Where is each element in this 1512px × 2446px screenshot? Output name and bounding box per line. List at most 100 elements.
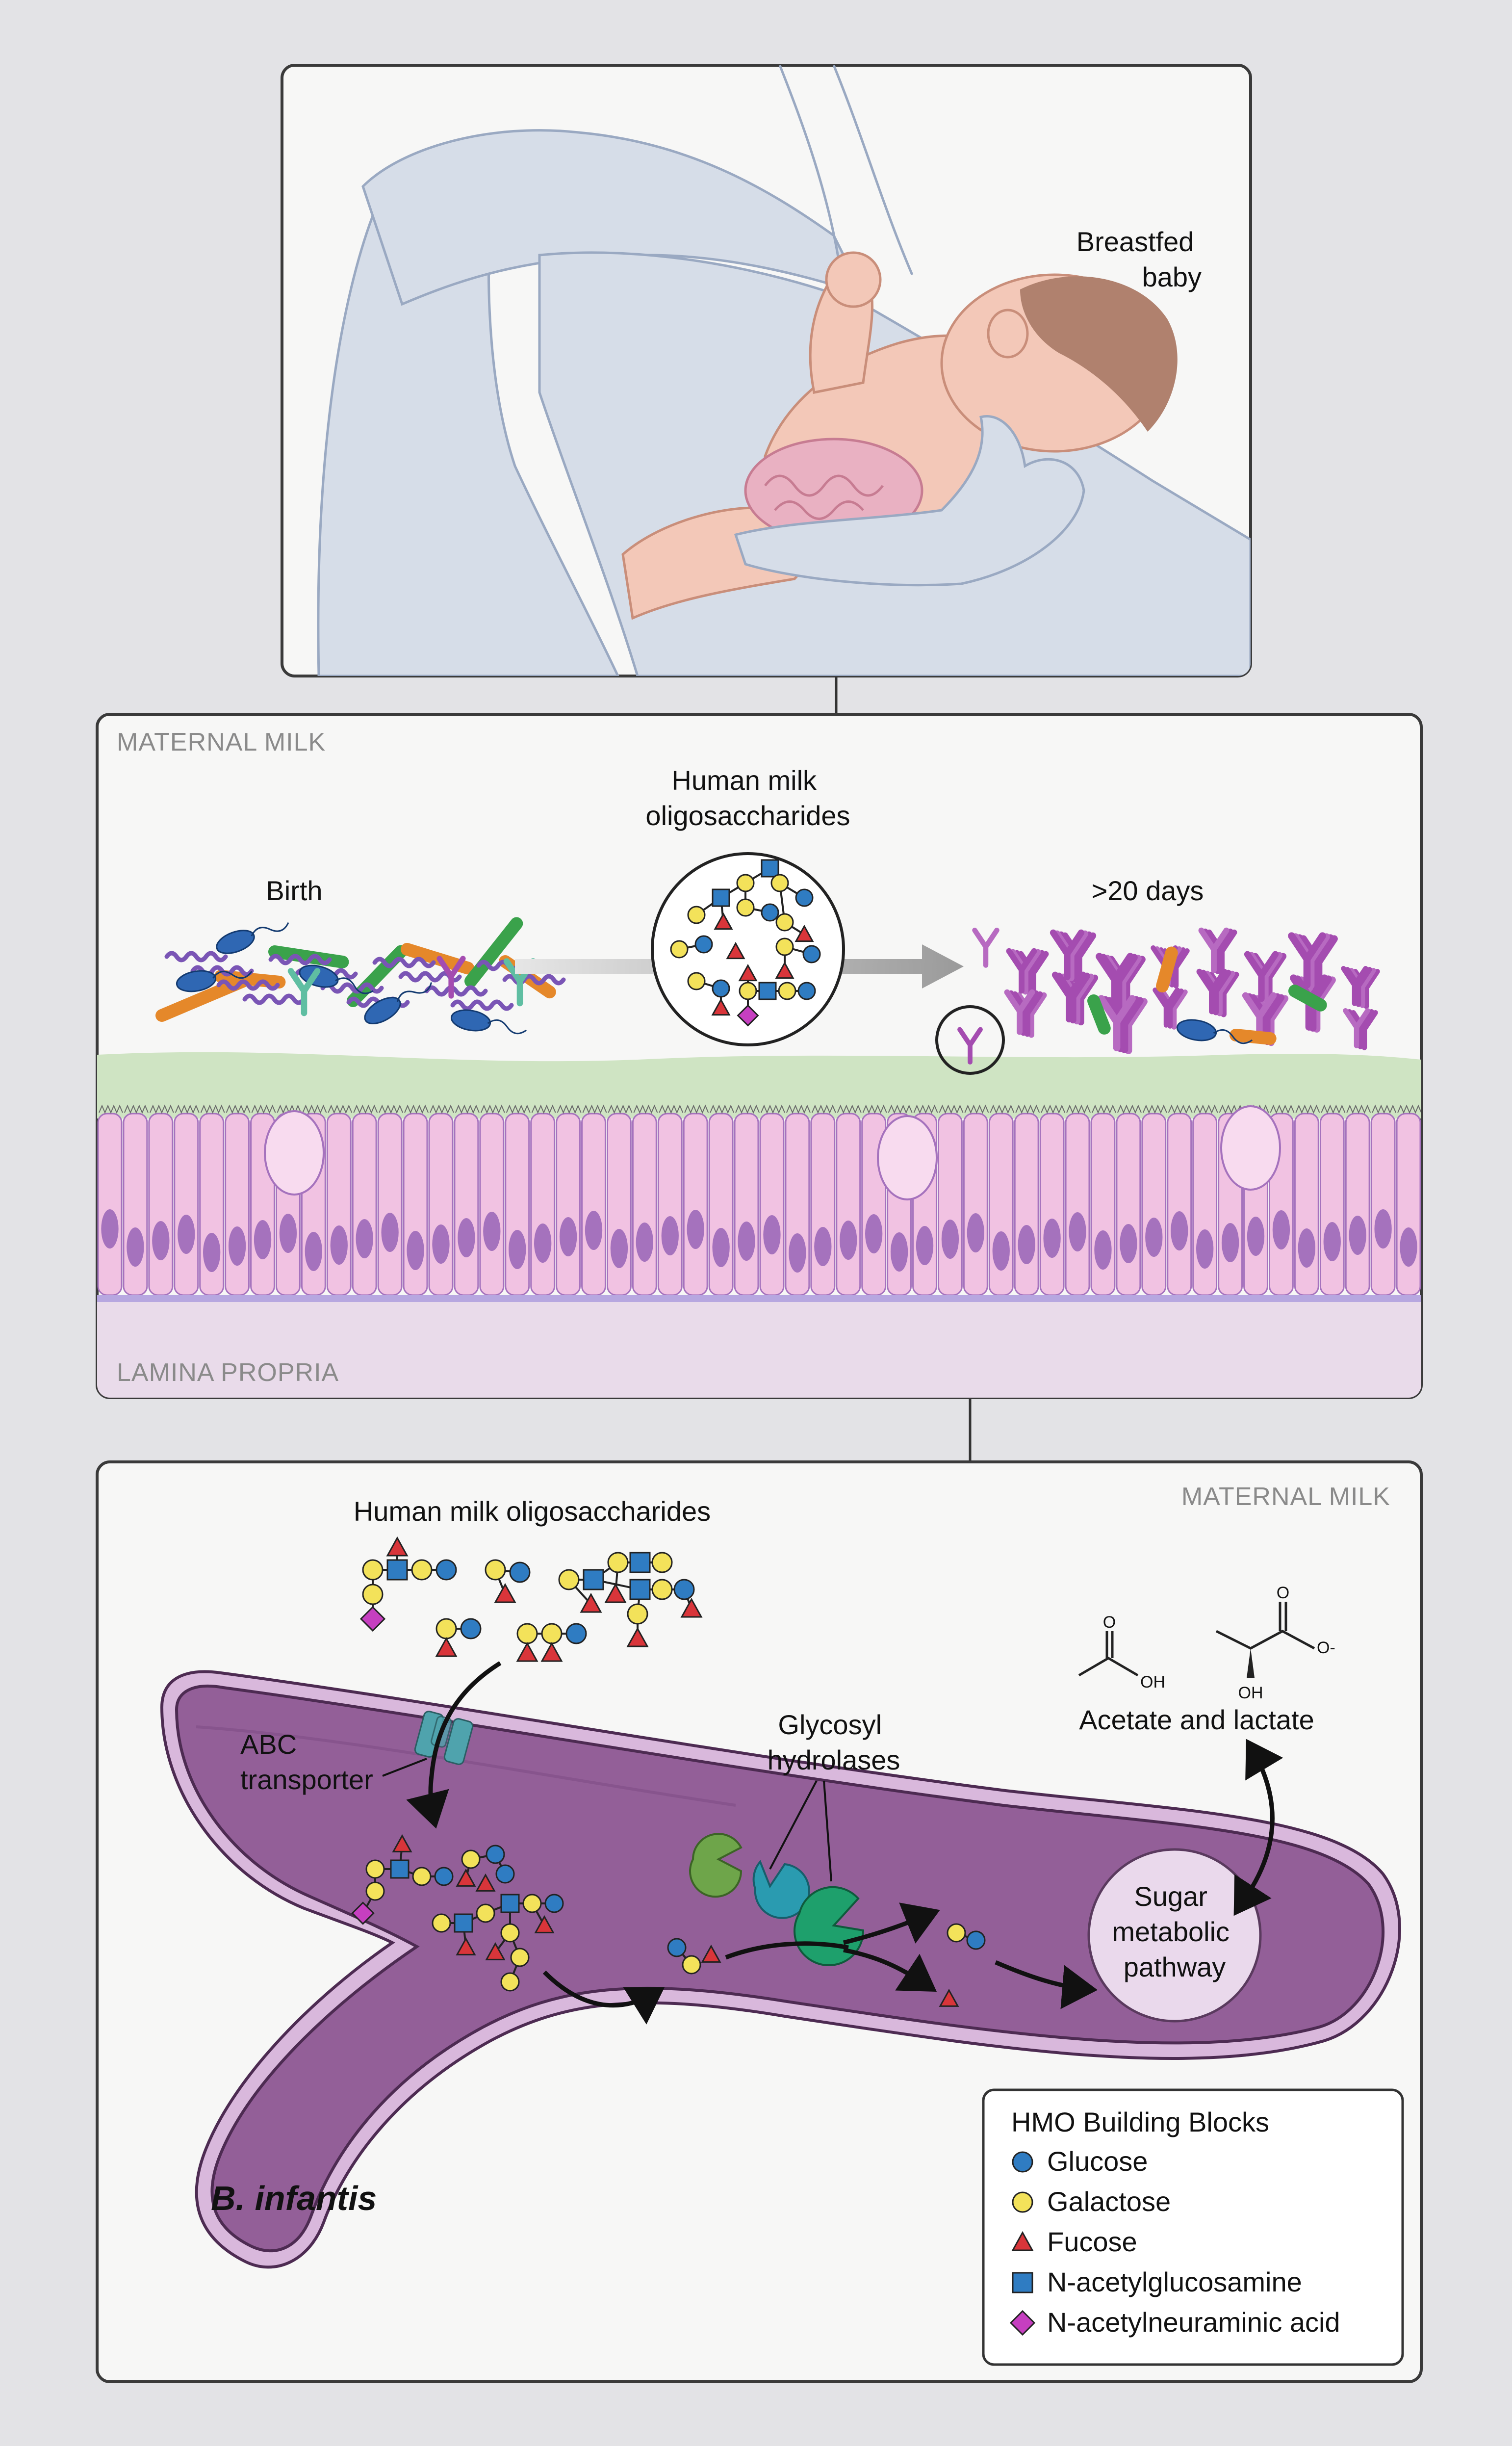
epithelial-cell xyxy=(785,1104,811,1296)
epithelial-cell xyxy=(428,1104,454,1296)
microvilli xyxy=(1193,1104,1218,1114)
legend-symbol xyxy=(1012,2191,1033,2213)
legend-item: N-acetylneuraminic acid xyxy=(1009,2307,1340,2338)
cell-nucleus xyxy=(763,1215,781,1254)
rod-bacterium xyxy=(1230,1029,1277,1045)
galactose-symbol xyxy=(365,1881,385,1901)
glucose-symbol xyxy=(673,1579,695,1600)
epithelial-cell xyxy=(1090,1104,1116,1296)
epithelial-cell xyxy=(1345,1104,1371,1296)
cell-nucleus xyxy=(789,1233,806,1273)
microvilli xyxy=(939,1104,964,1114)
cell-nucleus xyxy=(178,1215,195,1254)
acetate-bonds xyxy=(1078,1657,1139,1677)
fucose-symbol xyxy=(939,1988,959,2007)
hydrolases-label-line-1: Glycosyl xyxy=(778,1709,882,1740)
glucose-symbol xyxy=(436,1559,457,1581)
lamina-propria-layer xyxy=(97,1295,1421,1398)
glcnac-symbol xyxy=(454,1913,473,1933)
glcnac-symbol xyxy=(712,888,730,907)
bifidobacterium xyxy=(1096,953,1134,1009)
epithelial-cell xyxy=(199,1104,225,1296)
cell-body xyxy=(581,1113,606,1296)
cell-nucleus xyxy=(1145,1218,1163,1257)
glycosyl-hydrolase-teal xyxy=(752,1860,810,1919)
glycan xyxy=(947,1923,986,1950)
cell-nucleus xyxy=(1171,1211,1188,1250)
bifidobacterium xyxy=(1098,995,1136,1051)
glcnac-symbol xyxy=(761,859,779,878)
spiral-bacterium xyxy=(242,993,306,1005)
bacterium-label: B. infantis xyxy=(211,2179,377,2217)
cell-nucleus xyxy=(840,1221,857,1260)
microvilli xyxy=(735,1104,760,1114)
sugar-pathway-label: Sugar metabolic pathway xyxy=(1112,1881,1237,1982)
bifidobacterium xyxy=(1004,989,1035,1035)
fucose-symbol xyxy=(435,1637,458,1657)
cell-nucleus xyxy=(559,1217,577,1256)
epithelial-cell xyxy=(505,1104,531,1296)
cell-body xyxy=(632,1113,657,1296)
glycan xyxy=(737,963,816,1027)
epithelial-cell xyxy=(530,1104,556,1296)
microvilli xyxy=(506,1104,531,1114)
bacterium-body xyxy=(175,1685,1385,2253)
microvilli xyxy=(1321,1104,1346,1114)
microvilli xyxy=(1117,1104,1142,1114)
galactose-symbol xyxy=(476,1903,495,1923)
galactose-symbol xyxy=(778,982,796,1000)
cell-nucleus xyxy=(1374,1209,1392,1249)
epithelial-cell xyxy=(479,1104,505,1296)
cell-body xyxy=(963,1113,988,1296)
galactose-symbol xyxy=(775,937,794,956)
transporter-right xyxy=(443,1718,474,1765)
glcnac-symbol xyxy=(758,982,777,1000)
mother-and-baby-illustration xyxy=(317,65,1251,676)
cell-nucleus xyxy=(1120,1224,1137,1263)
hydrolase-pointer-2 xyxy=(823,1780,832,1882)
cell-nucleus xyxy=(381,1213,399,1252)
galactose-symbol xyxy=(461,1849,481,1869)
glcnac-symbol xyxy=(583,1569,604,1590)
legend-label: N-acetylglucosamine xyxy=(1047,2266,1302,2297)
fucose-symbol xyxy=(604,1583,627,1603)
microvilli xyxy=(811,1104,836,1114)
microvilli xyxy=(1041,1104,1066,1114)
spiral-bacterium xyxy=(268,954,332,965)
cell-nucleus xyxy=(890,1232,908,1272)
cell-nucleus xyxy=(127,1227,144,1267)
epithelial-cell xyxy=(657,1104,684,1296)
panel-top: Breastfed baby xyxy=(281,64,1252,677)
panel-bottom: MATERNAL MILK Human milk oligosaccharide… xyxy=(96,1460,1423,2383)
panel-middle: MATERNAL MILK LAMINA PROPRIA Human milk … xyxy=(96,713,1423,1399)
galactose-symbol xyxy=(687,906,706,924)
epithelial-cell xyxy=(1294,1104,1320,1296)
hydrolases-label-line-2: hydrolases xyxy=(768,1744,900,1775)
lactate-ominus-label: O- xyxy=(1317,1639,1335,1657)
acetate-structure: O OH xyxy=(1078,1613,1165,1691)
glucose-symbol xyxy=(565,1623,587,1644)
microvilli xyxy=(455,1104,480,1114)
cell-body xyxy=(174,1113,199,1296)
glycan xyxy=(775,937,821,979)
microvilli xyxy=(913,1104,938,1114)
epithelial-cell xyxy=(963,1104,989,1296)
fucose-symbol xyxy=(738,963,758,982)
legend-items: GlucoseGalactoseFucoseN-acetylglucosamin… xyxy=(1009,2146,1340,2338)
glycan xyxy=(456,1845,515,1892)
legend-symbol xyxy=(1012,2272,1033,2293)
goblet-cell xyxy=(1220,1105,1281,1191)
cell-nucleus xyxy=(661,1216,679,1255)
microvilli xyxy=(149,1104,174,1114)
cell-nucleus xyxy=(458,1218,475,1257)
cell-body xyxy=(97,1113,123,1296)
flagellum xyxy=(1213,1029,1253,1044)
microvilli xyxy=(99,1104,123,1114)
microvilli xyxy=(226,1104,251,1114)
microvilli xyxy=(175,1104,200,1114)
mother-hand xyxy=(734,415,1085,587)
bifidobacterium xyxy=(1198,927,1230,973)
microvilli xyxy=(1346,1104,1371,1114)
flagellum xyxy=(335,977,374,994)
